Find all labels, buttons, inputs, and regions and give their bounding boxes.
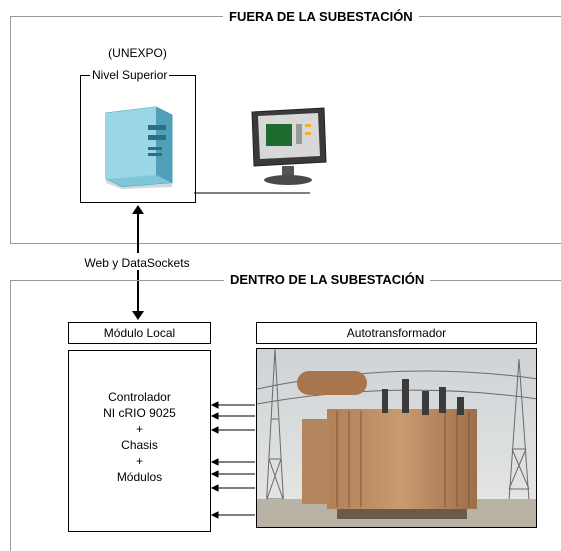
upper-level-label: Nivel Superior bbox=[90, 68, 170, 82]
controller-line: + bbox=[135, 422, 143, 436]
monitor-icon bbox=[248, 106, 328, 188]
server-icon bbox=[98, 103, 178, 189]
org-label: (UNEXPO) bbox=[108, 46, 167, 60]
controller-line: Chasis bbox=[121, 438, 158, 452]
outside-section-title: FUERA DE LA SUBESTACIÓN bbox=[223, 9, 419, 24]
inside-section-title: DENTRO DE LA SUBESTACIÓN bbox=[224, 272, 431, 287]
controller-line: + bbox=[135, 454, 143, 468]
controller-line: Controlador bbox=[108, 390, 171, 404]
local-module-header: Módulo Local bbox=[68, 322, 211, 344]
link-label: Web y DataSockets bbox=[84, 256, 190, 270]
autotransformer-header: Autotransformador bbox=[256, 322, 537, 344]
controller-line: NI cRIO 9025 bbox=[103, 406, 176, 420]
transformer-photo bbox=[256, 348, 537, 528]
controller-line: Módulos bbox=[116, 470, 163, 484]
controller-box: Controlador NI cRIO 9025 + Chasis + Módu… bbox=[68, 350, 211, 532]
